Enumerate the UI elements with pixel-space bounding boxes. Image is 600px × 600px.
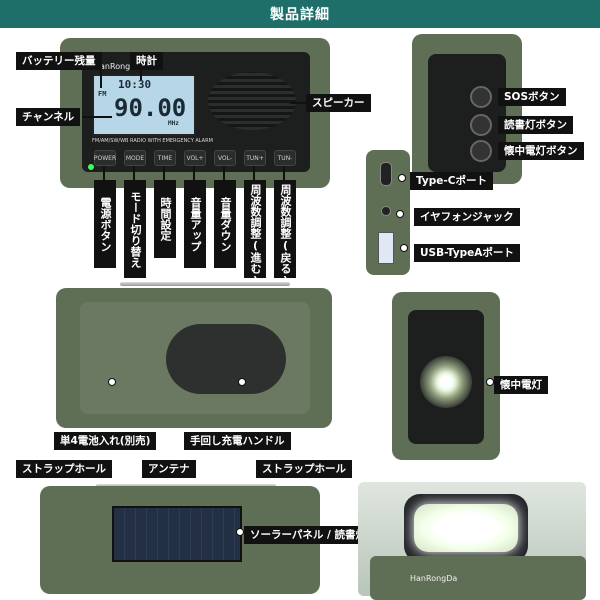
line-clock: [140, 68, 142, 80]
device-time-button[interactable]: TIME: [154, 150, 176, 166]
label-channel: チャンネル: [16, 108, 81, 126]
solar-marker: [236, 528, 244, 536]
label-antenna: アンテナ: [142, 460, 196, 478]
reading-lamp-light: [414, 504, 518, 552]
label-crank: 手回し充電ハンドル: [184, 432, 291, 450]
power-indicator-led: [88, 164, 94, 170]
label-solar: ソーラーパネル / 読書灯: [244, 526, 373, 544]
usba-marker: [400, 244, 408, 252]
line-vol-down: [223, 166, 225, 180]
line-power: [103, 166, 105, 180]
reading-lamp-device: [370, 556, 586, 600]
lcd-unit: MHz: [168, 120, 179, 127]
label-power: 電源ボタン: [94, 180, 116, 268]
device-vol-down-button[interactable]: VOL-: [214, 150, 236, 166]
speaker-grill: [208, 72, 296, 130]
device-mode-button[interactable]: MODE: [124, 150, 146, 166]
lcd-clock: 10:30: [118, 78, 152, 91]
crank-marker: [238, 378, 246, 386]
line-vol-up: [193, 166, 195, 180]
line-tune-forward: [253, 166, 255, 180]
device-vol-up-button[interactable]: VOL+: [184, 150, 206, 166]
device-reading-light-button[interactable]: [470, 114, 492, 136]
device-power-button[interactable]: POWER: [94, 150, 116, 166]
device-usba-port[interactable]: [378, 232, 394, 264]
device-tune-forward-button[interactable]: TUN+: [244, 150, 266, 166]
label-tune-forward: 周波数調整(進む): [244, 180, 266, 287]
label-flashlight: 懐中電灯: [494, 376, 548, 394]
device-tune-back-button[interactable]: TUN-: [274, 150, 296, 166]
label-vol-up: 音量アップ: [184, 180, 206, 268]
page-title: 製品詳細: [0, 0, 600, 28]
line-mode: [133, 166, 135, 180]
solar-panel: [112, 506, 242, 562]
line-time-set: [163, 166, 165, 180]
line-tune-back: [283, 166, 285, 180]
flashlight-lens: [420, 356, 472, 408]
radio-side-panel: [428, 54, 506, 172]
label-battery: バッテリー残量: [16, 52, 102, 70]
crank-handle[interactable]: [166, 324, 286, 394]
label-speaker: スピーカー: [306, 94, 371, 112]
device-earphone-jack[interactable]: [381, 206, 391, 216]
label-sos: SOSボタン: [498, 88, 566, 106]
label-flashlight-button: 懐中電灯ボタン: [498, 142, 584, 160]
label-typec: Type-Cポート: [410, 172, 493, 190]
label-vol-down: 音量ダウン: [214, 180, 236, 268]
lcd-band: FM: [98, 90, 107, 98]
line-speaker: [290, 102, 306, 104]
earphone-marker: [396, 210, 404, 218]
device-strip-text: FM/AM/SW/WB RADIO WITH EMERGENCY ALARM: [92, 138, 213, 144]
line-battery: [100, 60, 102, 88]
lcd-display: FM 10:30 90.00 MHz: [92, 74, 196, 136]
label-mode: モード切り替え: [124, 180, 146, 278]
lcd-frequency: 90.00: [114, 94, 187, 122]
label-reading-button: 読書灯ボタン: [498, 116, 573, 134]
label-earphone: イヤフォンジャック: [414, 208, 520, 226]
label-time-set: 時間設定: [154, 180, 176, 258]
line-channel: [82, 116, 112, 118]
label-usba: USB-TypeAポート: [414, 244, 520, 262]
label-strap-left: ストラップホール: [16, 460, 112, 478]
label-strap-right: ストラップホール: [256, 460, 352, 478]
device-sos-button[interactable]: [470, 86, 492, 108]
device-typec-port[interactable]: [380, 162, 392, 186]
typec-marker: [398, 174, 406, 182]
brand-text: HanRongDa: [94, 62, 142, 71]
back-antenna: [120, 282, 290, 286]
device-flashlight-button[interactable]: [470, 140, 492, 162]
flashlight-marker: [486, 378, 494, 386]
label-tune-back: 周波数調整(戻る): [274, 180, 296, 287]
label-battery-compartment: 単4電池入れ(別売): [54, 432, 157, 450]
label-clock: 時計: [130, 52, 163, 70]
reading-lamp-brand: HanRongDa: [410, 574, 458, 583]
battery-compartment-marker: [108, 378, 116, 386]
